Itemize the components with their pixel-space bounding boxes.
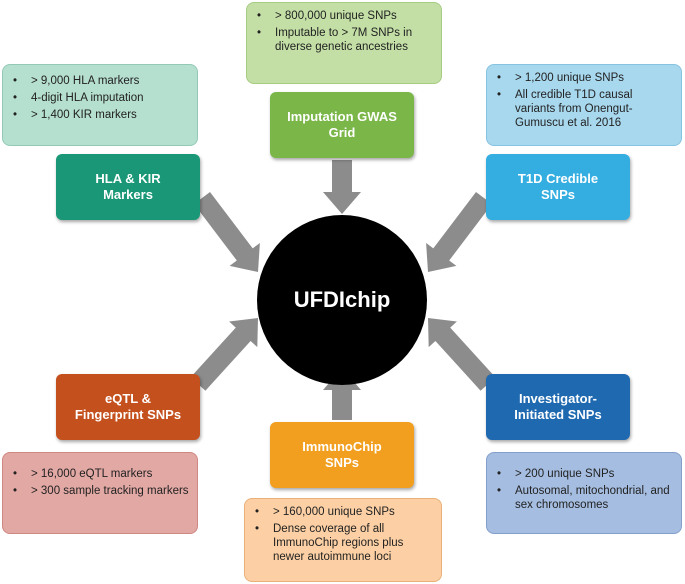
info-item: 4-digit HLA imputation — [11, 91, 191, 105]
info-box-investigator: > 200 unique SNPs Autosomal, mitochondri… — [486, 452, 682, 534]
arrow-from-t1d — [426, 192, 492, 272]
node-label-line: eQTL & — [105, 391, 151, 406]
info-box-eqtl: > 16,000 eQTL markers > 300 sample track… — [2, 452, 198, 534]
info-item: > 200 unique SNPs — [495, 467, 675, 481]
info-box-immuno: > 160,000 unique SNPs Dense coverage of … — [244, 498, 442, 582]
info-item: > 160,000 unique SNPs — [253, 505, 435, 519]
info-item: > 16,000 eQTL markers — [11, 467, 191, 481]
info-item: > 9,000 HLA markers — [11, 74, 191, 88]
arrow-from-eqtl — [190, 318, 258, 391]
arrow-from-hla — [194, 192, 260, 272]
center-label: UFDIchip — [293, 287, 391, 312]
info-box-imputation: > 800,000 unique SNPs Imputable to > 7M … — [246, 2, 442, 84]
arrow-from-investigator — [428, 318, 496, 391]
arrow-from-imputation — [323, 160, 361, 214]
node-investigator-initiated-snps: Investigator- Initiated SNPs — [486, 374, 630, 440]
node-label-line: Fingerprint SNPs — [74, 407, 182, 422]
node-hla-kir-markers: HLA & KIR Markers — [56, 154, 200, 220]
node-immunochip-snps: ImmunoChip SNPs — [270, 422, 414, 488]
info-box-hla: > 9,000 HLA markers 4-digit HLA imputati… — [2, 64, 198, 146]
info-box-t1d: > 1,200 unique SNPs All credible T1D cau… — [486, 64, 682, 146]
node-label-line: Markers — [103, 187, 153, 202]
node-eqtl-fingerprint-snps: eQTL & Fingerprint SNPs — [56, 374, 200, 440]
node-label-line: SNPs — [541, 187, 575, 202]
node-imputation-gwas-grid: Imputation GWAS Grid — [270, 92, 414, 158]
info-item: Imputable to > 7M SNPs in diverse geneti… — [255, 26, 435, 54]
node-label-line: Imputation GWAS — [287, 109, 397, 124]
node-label-line: HLA & KIR — [95, 171, 161, 186]
node-label-line: SNPs — [325, 455, 359, 470]
node-label-line: T1D Credible — [517, 171, 599, 186]
node-label-line: Initiated SNPs — [514, 407, 602, 422]
node-t1d-credible-snps: T1D Credible SNPs — [486, 154, 630, 220]
info-item: Dense coverage of all ImmunoChip regions… — [253, 522, 435, 564]
info-item: > 300 sample tracking markers — [11, 484, 191, 498]
center-node-ufdichip: UFDIchip — [257, 215, 427, 385]
node-label-line: Grid — [328, 125, 356, 140]
info-item: Autosomal, mitochondrial, and sex chromo… — [495, 484, 675, 512]
info-item: All credible T1D causal variants from On… — [495, 88, 675, 130]
info-item: > 1,200 unique SNPs — [495, 71, 675, 85]
node-label-line: ImmunoChip — [302, 439, 382, 454]
node-label-line: Investigator- — [518, 391, 597, 406]
info-item: > 800,000 unique SNPs — [255, 9, 435, 23]
info-item: > 1,400 KIR markers — [11, 108, 191, 122]
